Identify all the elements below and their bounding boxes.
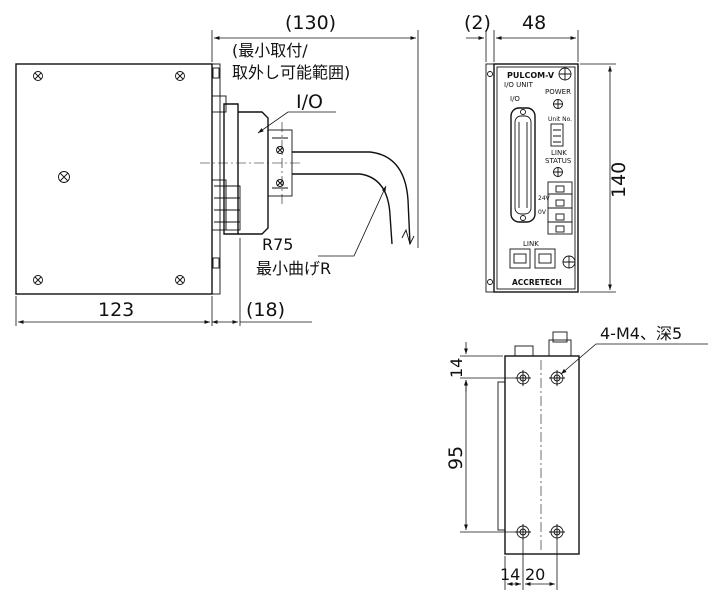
cable bbox=[292, 151, 415, 246]
unit-body-bottom bbox=[504, 355, 580, 555]
dim-130: (130) bbox=[285, 12, 336, 34]
screw-icon bbox=[33, 71, 185, 285]
front-panel bbox=[493, 63, 579, 293]
dim-20: 20 bbox=[525, 565, 545, 584]
panel-24v-label: 24V bbox=[538, 195, 551, 202]
panel-power-label: POWER bbox=[545, 88, 571, 96]
power-terminal-block bbox=[547, 181, 573, 235]
dim-2: (2) bbox=[464, 12, 491, 34]
side-view bbox=[15, 30, 419, 326]
screw-icon bbox=[558, 67, 576, 269]
io-connector-front bbox=[510, 107, 536, 223]
dim-140: 140 bbox=[608, 162, 630, 198]
link-port-icon bbox=[509, 248, 556, 269]
panel-unitno-label: Unit No. bbox=[548, 116, 572, 123]
note-mount-holes: 4-M4、深5 bbox=[600, 324, 682, 343]
note-r75: R75 bbox=[262, 235, 293, 254]
note-removal-range-1: (最小取付/ bbox=[232, 41, 308, 60]
panel-link-label: LINK bbox=[551, 149, 567, 157]
note-removal-range-2: 取外し可能範囲) bbox=[232, 63, 350, 82]
panel-brand: PULCOM-V bbox=[507, 71, 555, 80]
mounting-view bbox=[460, 331, 708, 590]
power-led-icon bbox=[553, 99, 563, 109]
note-min-bend: 最小曲げR bbox=[256, 259, 331, 278]
dim-123: 123 bbox=[98, 299, 134, 321]
unit-number-switch bbox=[550, 123, 564, 147]
panel-maker: ACCRETECH bbox=[512, 278, 562, 287]
dim-95: 95 bbox=[445, 446, 467, 470]
panel-link-port-label: LINK bbox=[523, 240, 539, 248]
note-io: I/O bbox=[296, 91, 323, 113]
dim-48: 48 bbox=[522, 12, 546, 34]
dim-18: (18) bbox=[246, 299, 285, 321]
io-connector-side bbox=[223, 103, 293, 235]
panel-status-label: STATUS bbox=[545, 157, 572, 165]
dim-14-top: 14 bbox=[447, 358, 466, 378]
panel-unit: I/O UNIT bbox=[504, 81, 534, 89]
panel-io-label: I/O bbox=[510, 95, 520, 103]
panel-0v-label: 0V bbox=[538, 209, 547, 216]
dim-14-bottom: 14 bbox=[500, 565, 520, 584]
mounting-hole-icon bbox=[515, 370, 565, 540]
link-status-led-icon bbox=[553, 167, 563, 177]
unit-body-side bbox=[15, 63, 213, 295]
front-view bbox=[466, 30, 616, 293]
